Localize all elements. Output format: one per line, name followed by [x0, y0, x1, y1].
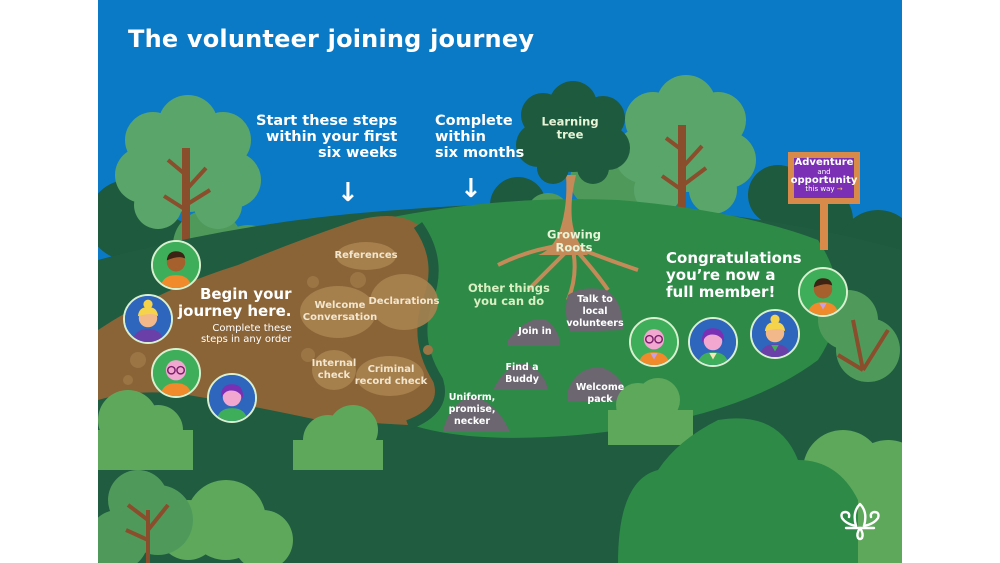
roots-label-line: Growing [547, 227, 601, 242]
step-label: Criminal [367, 364, 415, 375]
activity-label: pack [587, 394, 613, 405]
begin-sub-1: Complete these [212, 322, 292, 334]
sign-line: opportunity [790, 174, 858, 186]
tree-label-line: tree [556, 127, 584, 141]
step-label: Declarations [368, 296, 440, 307]
activity-find-a-buddy: Find a Buddy [505, 362, 539, 386]
sign-line: and [817, 167, 831, 176]
signpost-text: Adventure and opportunity this way → [790, 157, 858, 194]
six-months-heading: Complete within six months [435, 113, 524, 162]
activity-label: Welcome [575, 382, 625, 394]
step-label: Internal [311, 358, 357, 369]
activity-label: local [582, 306, 608, 318]
fleur-de-lis-icon [840, 502, 880, 541]
activity-uniform-promise-necker: Uniform, promise, necker [449, 392, 496, 428]
six-weeks-line-3: six weeks [317, 145, 398, 162]
avatar-boy [151, 240, 201, 290]
congrats-line: full member! [666, 282, 776, 301]
learning-tree [497, 81, 639, 301]
avatar-member-boy [798, 267, 848, 317]
step-label: References [334, 250, 398, 261]
activity-label: necker [453, 415, 491, 427]
avatar-member-woman-purple-hair [688, 317, 738, 367]
begin-line-2: journey here. [178, 301, 292, 320]
journey-poster: The volunteer joining journey Start thes… [98, 0, 902, 563]
six-weeks-line-1: Start these steps [256, 113, 398, 129]
activity-label: volunteers [566, 317, 624, 329]
avatar-member-man-glasses [629, 317, 679, 367]
step-label: check [317, 370, 351, 381]
growing-roots-label: Growing Roots [547, 228, 601, 253]
begin-heading: Begin your journey here. Complete these … [178, 286, 292, 345]
avatar-woman-blonde [123, 294, 173, 344]
activity-join-in: Join in [518, 326, 551, 338]
arrow-down-icon: ↓ [460, 174, 482, 204]
begin-sub-2: steps in any order [200, 333, 292, 345]
arrow-down-icon: ↓ [337, 178, 359, 208]
activity-label: Find a [505, 362, 539, 374]
other-things-line: Other things [468, 281, 550, 295]
step-criminal-record-check: Criminal record check [355, 364, 428, 388]
arrow-right-icon: → [836, 185, 843, 194]
other-things-line: you can do [473, 293, 545, 308]
sign-line: this way [805, 185, 835, 194]
step-welcome-conversation: Welcome Conversation [303, 300, 377, 324]
six-months-line-2: within [435, 129, 486, 146]
step-references: References [334, 250, 397, 262]
step-internal-check: Internal check [312, 358, 357, 382]
step-label: Conversation [302, 312, 378, 323]
avatar-woman-purple-hair [207, 373, 257, 423]
step-declarations: Declarations [368, 296, 439, 308]
activity-label: Uniform, [448, 392, 496, 404]
six-weeks-line-2: within your first [265, 129, 398, 146]
roots-label-line: Roots [555, 240, 593, 254]
congrats-line: Congratulations [666, 249, 802, 267]
activity-talk-to-local-volunteers: Talk to local volunteers [566, 294, 623, 330]
signpost [788, 152, 860, 250]
congrats-line: you’re now a [666, 265, 776, 284]
step-label: record check [354, 376, 428, 387]
activity-label: Join in [518, 326, 552, 338]
step-label: Welcome [314, 300, 366, 311]
avatar-man-glasses [151, 348, 201, 398]
congratulations-heading: Congratulations you’re now a full member… [666, 250, 802, 300]
right-tree [615, 75, 756, 235]
begin-line-1: Begin your [199, 285, 292, 303]
landscape-illustration [98, 75, 902, 563]
page-title: The volunteer joining journey [128, 25, 535, 53]
sign-line: Adventure [794, 157, 854, 168]
other-things-heading: Other things you can do [468, 282, 550, 308]
activity-label: Talk to [577, 294, 613, 306]
activity-label: promise, [448, 404, 496, 416]
activity-label: Buddy [505, 374, 539, 385]
six-months-line-1: Complete [435, 113, 513, 129]
learning-tree-label: Learning tree [541, 115, 598, 140]
six-months-line-3: six months [435, 145, 525, 162]
left-tree [115, 95, 261, 240]
tree-label-line: Learning [541, 114, 599, 129]
avatar-member-woman-blonde [750, 309, 800, 359]
six-weeks-heading: Start these steps within your first six … [256, 113, 397, 162]
activity-welcome-pack: Welcome pack [576, 382, 624, 406]
